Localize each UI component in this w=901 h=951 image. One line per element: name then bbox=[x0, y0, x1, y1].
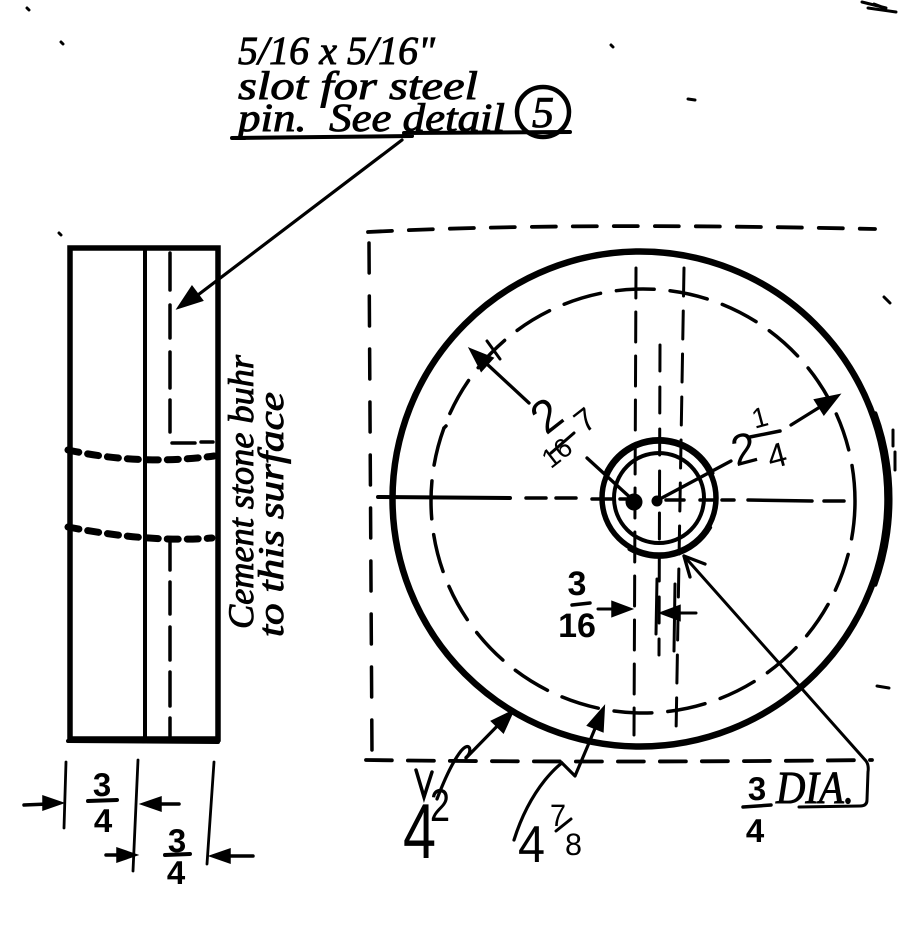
svg-text:3: 3 bbox=[748, 770, 766, 807]
svg-text:Cement stone buhr: Cement stone buhr bbox=[221, 354, 261, 629]
svg-text:to this surface: to this surface bbox=[251, 392, 291, 637]
svg-text:4: 4 bbox=[403, 787, 436, 875]
svg-text:3: 3 bbox=[93, 766, 111, 803]
svg-text:1: 1 bbox=[748, 401, 771, 435]
svg-text:DIA.: DIA. bbox=[775, 762, 854, 813]
svg-text:4: 4 bbox=[167, 854, 186, 891]
svg-text:5/16 x 5/16": 5/16 x 5/16" bbox=[238, 28, 435, 73]
svg-text:pin. See detail: pin. See detail bbox=[235, 95, 505, 140]
svg-text:5: 5 bbox=[532, 88, 554, 137]
svg-text:3: 3 bbox=[568, 565, 587, 603]
svg-text:16: 16 bbox=[558, 607, 596, 645]
svg-text:7: 7 bbox=[550, 798, 566, 833]
svg-text:2: 2 bbox=[430, 779, 450, 831]
svg-text:4: 4 bbox=[94, 802, 113, 839]
svg-text:slot for steel: slot for steel bbox=[238, 63, 478, 108]
svg-text:4: 4 bbox=[746, 812, 765, 849]
svg-text:4: 4 bbox=[518, 816, 545, 874]
svg-text:8: 8 bbox=[565, 827, 582, 862]
svg-text:3: 3 bbox=[168, 822, 186, 859]
